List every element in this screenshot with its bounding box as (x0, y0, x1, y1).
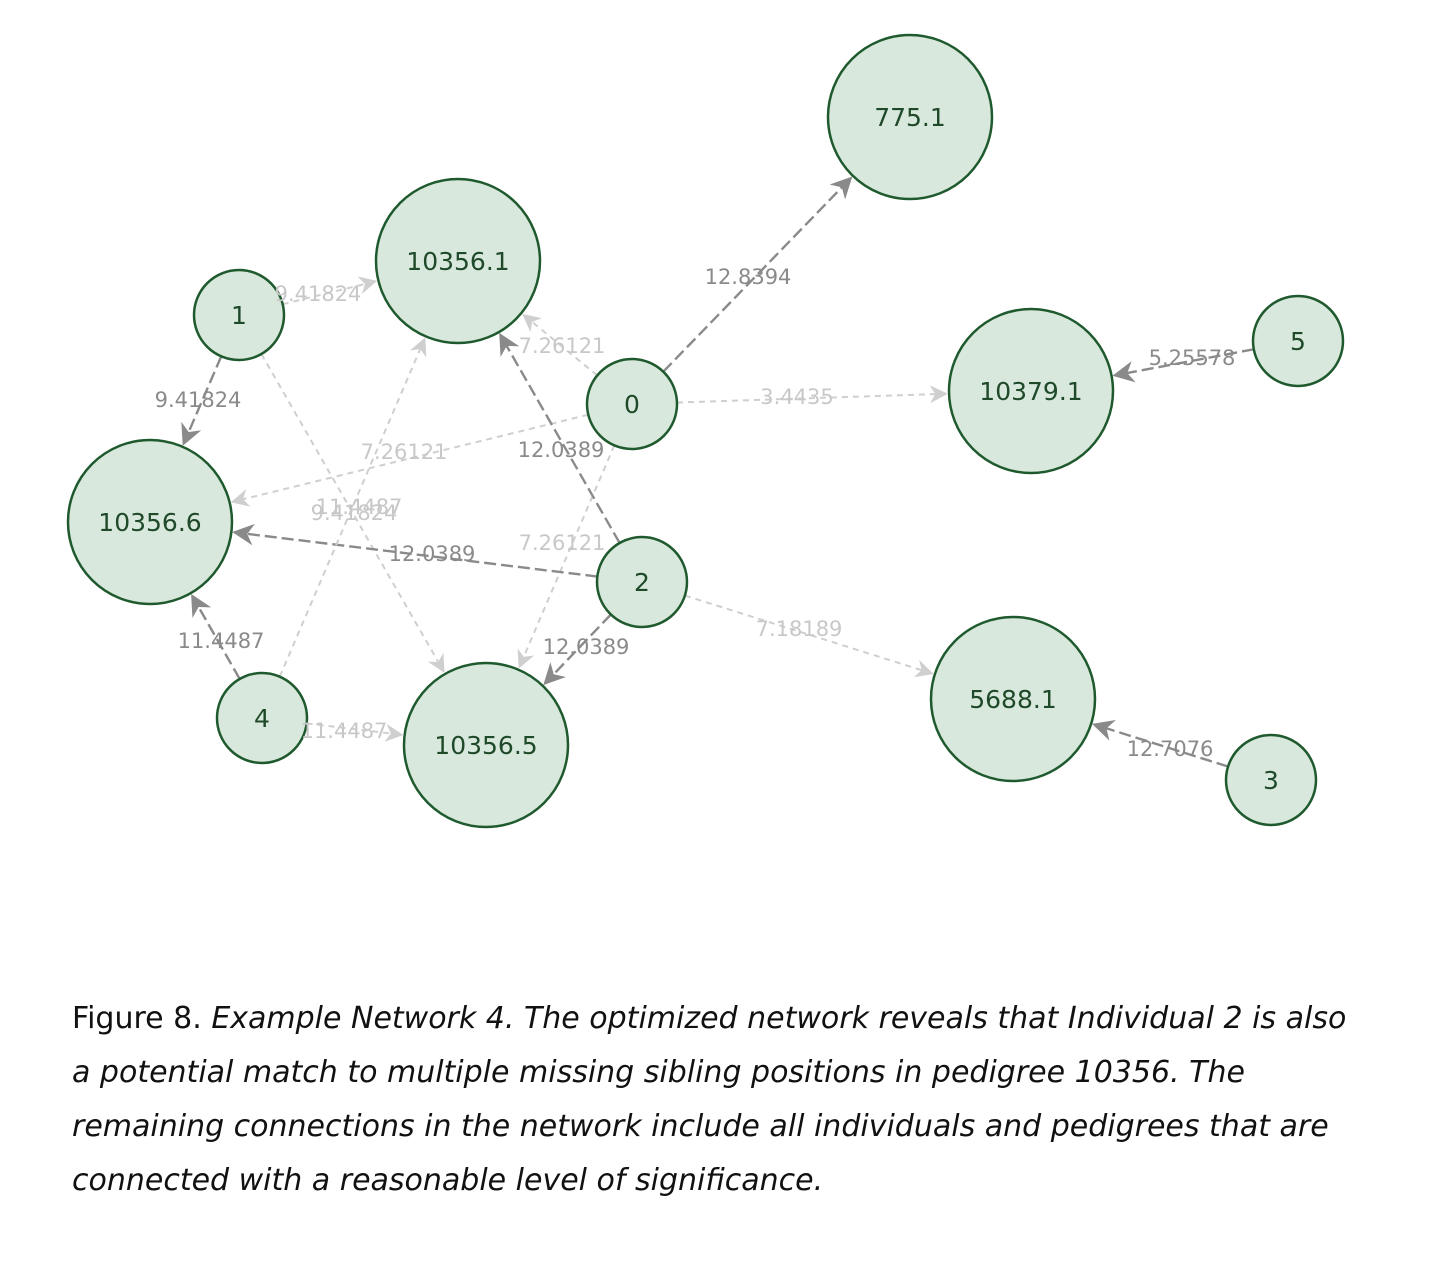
edge-1-to-10356.5 (260, 353, 445, 673)
node-circle (929, 615, 1097, 783)
edge-label: 11.4487 (178, 629, 265, 653)
node-0: 0 (585, 357, 679, 451)
edge-label: 7.18189 (756, 617, 843, 641)
edge-4-to-10356.5 (306, 722, 404, 742)
edge-label: 3.4435 (760, 385, 833, 409)
node-label: 1 (231, 301, 247, 330)
node-circle (585, 357, 679, 451)
node-label: 4 (254, 704, 270, 733)
node-label: 10379.1 (979, 377, 1082, 406)
node-circle (66, 438, 234, 606)
node-circle (215, 671, 309, 765)
edge-label: 11.4487 (301, 719, 388, 743)
edge-label: 9.41824 (311, 501, 398, 525)
edge-label: 5.25578 (1149, 346, 1236, 370)
caption-text: Example Network 4. The optimized network… (72, 1001, 1347, 1198)
edge-label: 7.26121 (519, 531, 606, 555)
edge-4-to-10356.6 (191, 593, 241, 680)
edge-1-to-10356.1 (282, 276, 378, 306)
node-2: 2 (595, 535, 689, 629)
edge-label: 12.8394 (705, 265, 792, 289)
node-circle (947, 307, 1115, 475)
edge-1-to-10356.6 (181, 355, 223, 446)
edges-layer (181, 176, 1254, 768)
node-circle (402, 661, 570, 829)
node-label: 10356.6 (98, 508, 201, 537)
edge-label: 12.0389 (389, 542, 476, 566)
figure-number: Figure 8. (72, 1001, 202, 1036)
edge-label: 9.41824 (155, 388, 242, 412)
edge-label: 7.26121 (361, 440, 448, 464)
node-775.1: 775.1 (826, 33, 994, 201)
node-circle (1251, 294, 1345, 388)
node-label: 3 (1263, 766, 1279, 795)
node-10356.1: 10356.1 (374, 177, 542, 345)
node-label: 775.1 (874, 103, 946, 132)
edge-0-to-10356.5 (517, 444, 616, 669)
edge-label: 9.41824 (275, 282, 362, 306)
node-10356.5: 10356.5 (402, 661, 570, 829)
node-circle (595, 535, 689, 629)
node-label: 10356.5 (434, 731, 537, 760)
edge-label: 7.26121 (519, 334, 606, 358)
node-5688.1: 5688.1 (929, 615, 1097, 783)
nodes-layer: 775.1 10356.1 1 0 10379.1 5 10356.6 2 5688.1 4 103… (66, 33, 1345, 829)
node-circle (192, 268, 286, 362)
node-label: 2 (634, 568, 650, 597)
edge-3-to-5688.1 (1092, 719, 1229, 768)
node-label: 5 (1290, 327, 1306, 356)
edge-label: 12.0389 (518, 438, 605, 462)
edge-2-to-10356.5 (543, 613, 612, 686)
edge-label: 12.7076 (1127, 737, 1214, 761)
edge-labels-layer: 12.8394 7.26121 3.4435 7.26121 7.26121 9.4182… (155, 265, 1236, 761)
node-3: 3 (1224, 733, 1318, 827)
node-label: 10356.1 (406, 247, 509, 276)
edge-2-to-10356.6 (232, 523, 598, 578)
node-1: 1 (192, 268, 286, 362)
node-5: 5 (1251, 294, 1345, 388)
edge-0-to-775.1 (662, 176, 853, 373)
node-10379.1: 10379.1 (947, 307, 1115, 475)
node-10356.6: 10356.6 (66, 438, 234, 606)
figure-caption: Figure 8. Example Network 4. The optimiz… (72, 992, 1372, 1208)
node-circle (1224, 733, 1318, 827)
edge-2-to-10356.1 (499, 332, 621, 544)
node-label: 5688.1 (969, 685, 1056, 714)
node-circle (374, 177, 542, 345)
edge-label: 12.0389 (543, 635, 630, 659)
edge-label: 11.4487 (316, 495, 403, 519)
node-label: 0 (624, 390, 640, 419)
edge-0-to-10379.1 (676, 385, 948, 404)
node-4: 4 (215, 671, 309, 765)
edge-5-to-10379.1 (1112, 348, 1254, 383)
node-circle (826, 33, 994, 201)
network-diagram: 775.1 10356.1 1 0 10379.1 5 10356.6 2 5688.1 4 103… (66, 33, 1345, 829)
edge-0-to-10356.1 (522, 313, 598, 377)
